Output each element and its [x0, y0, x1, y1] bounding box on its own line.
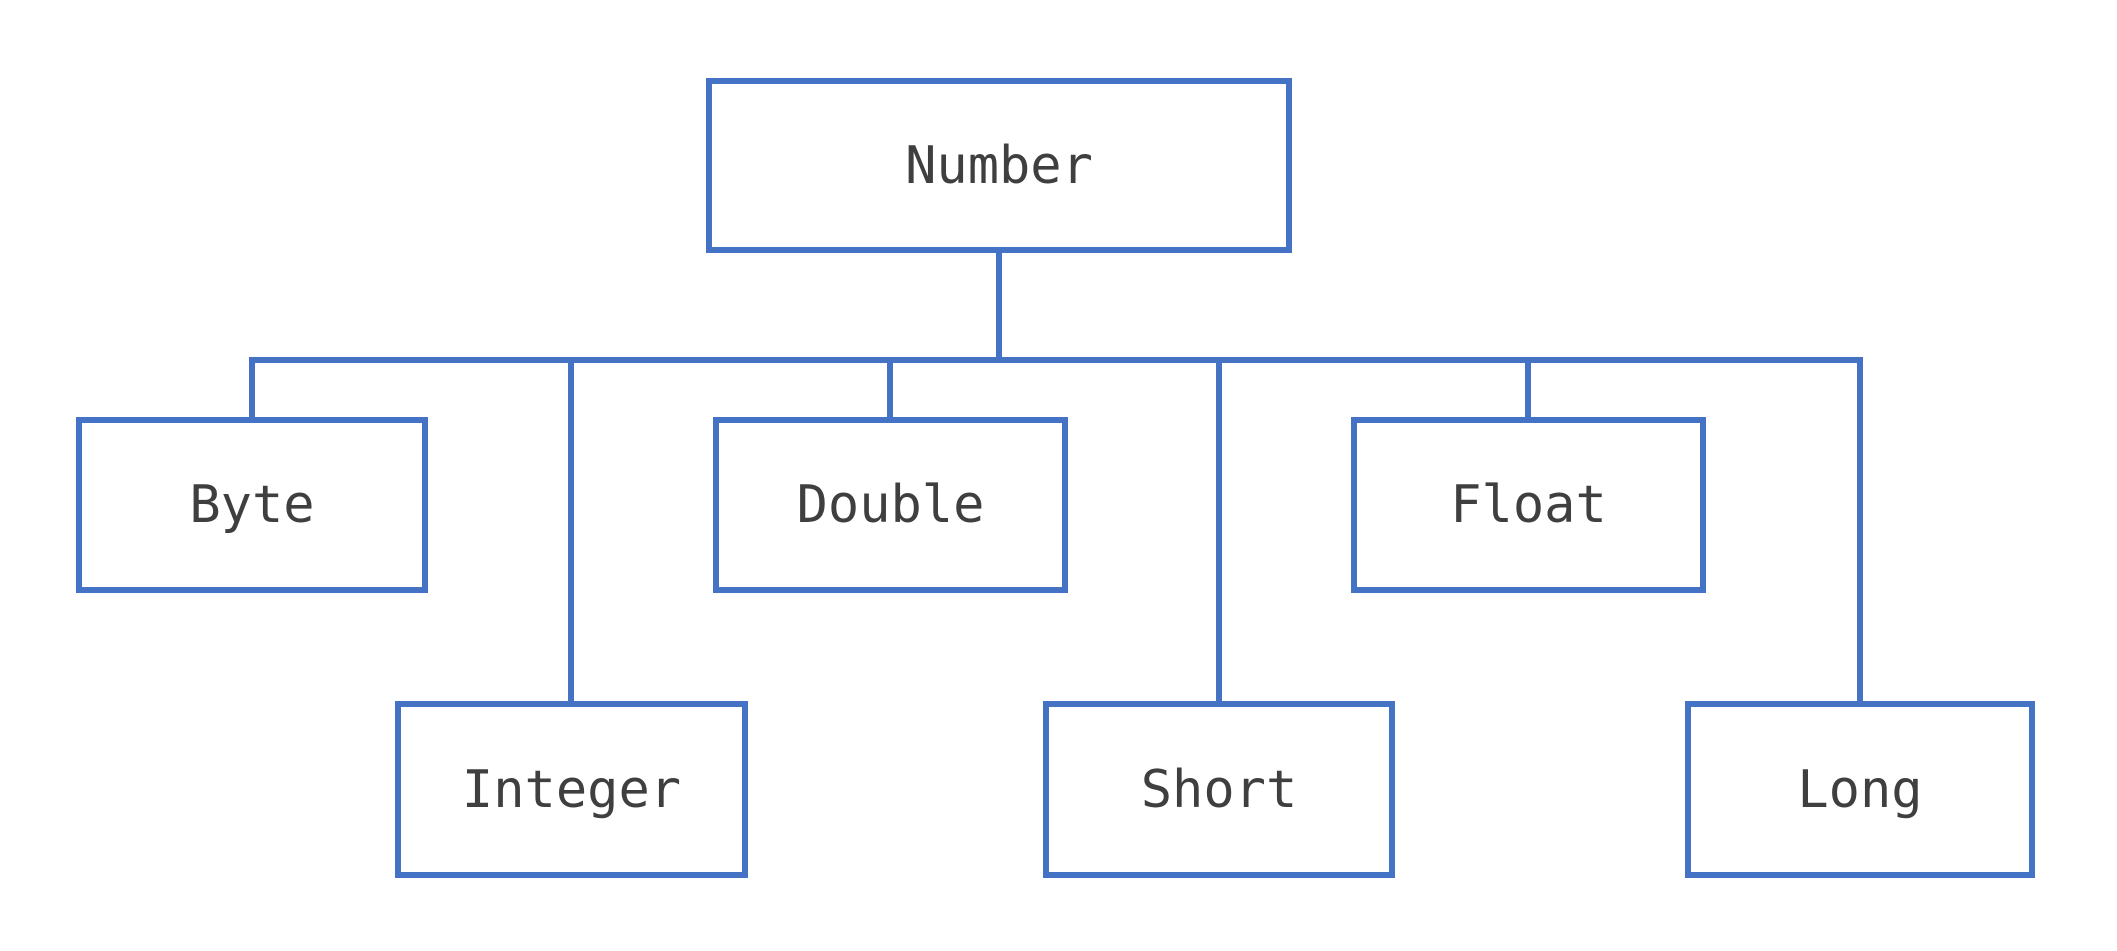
- node-integer-label: Integer: [461, 759, 682, 820]
- edge-number-byte: [249, 357, 255, 421]
- edge-number-short: [1216, 357, 1222, 701]
- node-integer: Integer: [395, 701, 748, 878]
- node-byte-label: Byte: [189, 475, 315, 535]
- node-number-label: Number: [905, 135, 1093, 196]
- node-long: Long: [1685, 701, 2035, 878]
- edge-number-float: [1525, 357, 1531, 421]
- edge-number-long: [1857, 357, 1863, 701]
- node-byte: Byte: [76, 417, 428, 593]
- node-number: Number: [706, 78, 1292, 253]
- node-short-label: Short: [1140, 759, 1298, 820]
- edge-number-to-bus: [996, 253, 1002, 363]
- node-short: Short: [1043, 701, 1395, 878]
- edge-number-double: [887, 357, 893, 421]
- node-long-label: Long: [1797, 759, 1923, 820]
- node-float: Float: [1351, 417, 1706, 593]
- node-float-label: Float: [1450, 475, 1607, 535]
- node-double: Double: [713, 417, 1068, 593]
- node-double-label: Double: [796, 475, 985, 535]
- edge-horizontal-bus: [249, 357, 1863, 363]
- edge-number-integer: [568, 357, 574, 701]
